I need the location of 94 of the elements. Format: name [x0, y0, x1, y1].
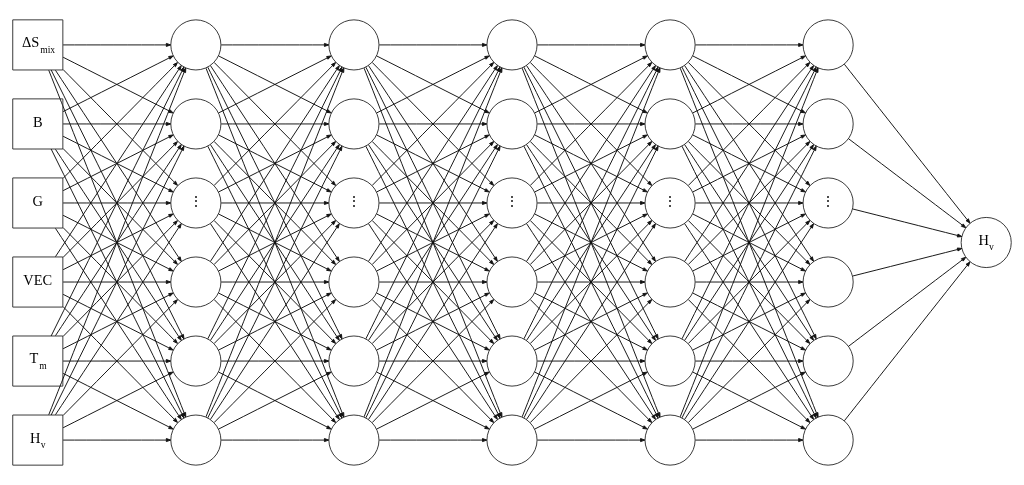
arrow — [378, 438, 488, 443]
arrow — [218, 371, 332, 430]
arrow — [376, 55, 490, 114]
arrow — [536, 359, 646, 364]
arrow — [378, 42, 488, 47]
arrow — [692, 55, 806, 114]
arrow — [694, 201, 804, 205]
arrow — [694, 280, 804, 284]
arrow — [694, 121, 804, 126]
arrow — [62, 121, 172, 126]
arrow — [536, 121, 646, 126]
arrow — [692, 213, 806, 272]
arrow — [694, 359, 804, 364]
arrow — [376, 134, 490, 193]
arrow — [692, 134, 806, 193]
arrow — [62, 359, 172, 364]
arrow — [62, 438, 172, 443]
arrow — [209, 223, 340, 420]
arrow — [687, 220, 811, 344]
arrow — [371, 141, 495, 265]
arrow — [694, 42, 804, 47]
arrow — [368, 65, 498, 262]
arrow — [376, 213, 490, 272]
arrow — [534, 134, 648, 193]
arrow — [220, 438, 330, 443]
arrow — [376, 292, 490, 351]
arrow — [684, 144, 814, 341]
arrow — [218, 55, 332, 114]
arrow — [523, 66, 659, 340]
arrow — [207, 66, 343, 340]
arrow — [852, 208, 963, 238]
arrow — [536, 201, 646, 205]
arrow — [526, 223, 656, 420]
arrow — [534, 292, 648, 351]
arrow — [848, 138, 967, 229]
arrow — [378, 121, 488, 126]
arrow — [205, 67, 345, 418]
arrow — [529, 220, 653, 344]
arrow — [692, 371, 806, 430]
arrow — [220, 280, 330, 284]
arrow — [843, 63, 971, 224]
arrow — [220, 359, 330, 364]
arrow — [62, 42, 172, 47]
arrow — [852, 247, 963, 277]
arrow — [62, 280, 172, 284]
arrow — [207, 145, 343, 419]
node-box: T$_{m}$ — [12, 335, 64, 387]
arrow — [848, 256, 967, 347]
arrow — [365, 145, 501, 419]
arrow — [220, 121, 330, 126]
arrow — [684, 65, 814, 262]
arrow — [843, 261, 971, 422]
arrow — [368, 223, 498, 420]
arrow — [687, 141, 811, 265]
arrow — [692, 292, 806, 351]
arrow — [218, 134, 332, 193]
arrow — [213, 220, 337, 344]
arrow — [534, 213, 648, 272]
arrow — [681, 66, 817, 340]
arrow — [521, 67, 661, 418]
arrow — [220, 42, 330, 47]
arrow — [220, 201, 330, 205]
arrow — [209, 144, 340, 341]
arrow — [376, 371, 490, 430]
arrow — [534, 371, 648, 430]
arrow — [218, 213, 332, 272]
node-box: B — [12, 98, 64, 150]
arrow — [534, 55, 648, 114]
node-box: VEC — [12, 256, 64, 308]
arrow — [694, 438, 804, 443]
arrow — [213, 141, 337, 265]
arrow — [378, 201, 488, 205]
arrow — [363, 67, 503, 418]
arrow — [62, 201, 172, 205]
node-box: ΔS$_{mix}$ — [12, 19, 64, 71]
arrow — [371, 220, 495, 344]
arrow — [368, 144, 498, 341]
arrow — [529, 141, 653, 265]
arrow — [523, 145, 659, 419]
arrow — [526, 65, 656, 262]
arrow — [378, 359, 488, 364]
arrow — [536, 42, 646, 47]
arrow — [681, 145, 817, 419]
arrow — [365, 66, 501, 340]
arrow — [218, 292, 332, 351]
arrow — [378, 280, 488, 284]
arrow — [684, 223, 814, 420]
node-box: H$_{v}$ — [12, 414, 64, 466]
arrow — [526, 144, 656, 341]
arrow — [536, 280, 646, 284]
node-box: G — [12, 177, 64, 229]
arrow — [679, 67, 819, 418]
arrow — [536, 438, 646, 443]
arrow — [209, 65, 340, 262]
